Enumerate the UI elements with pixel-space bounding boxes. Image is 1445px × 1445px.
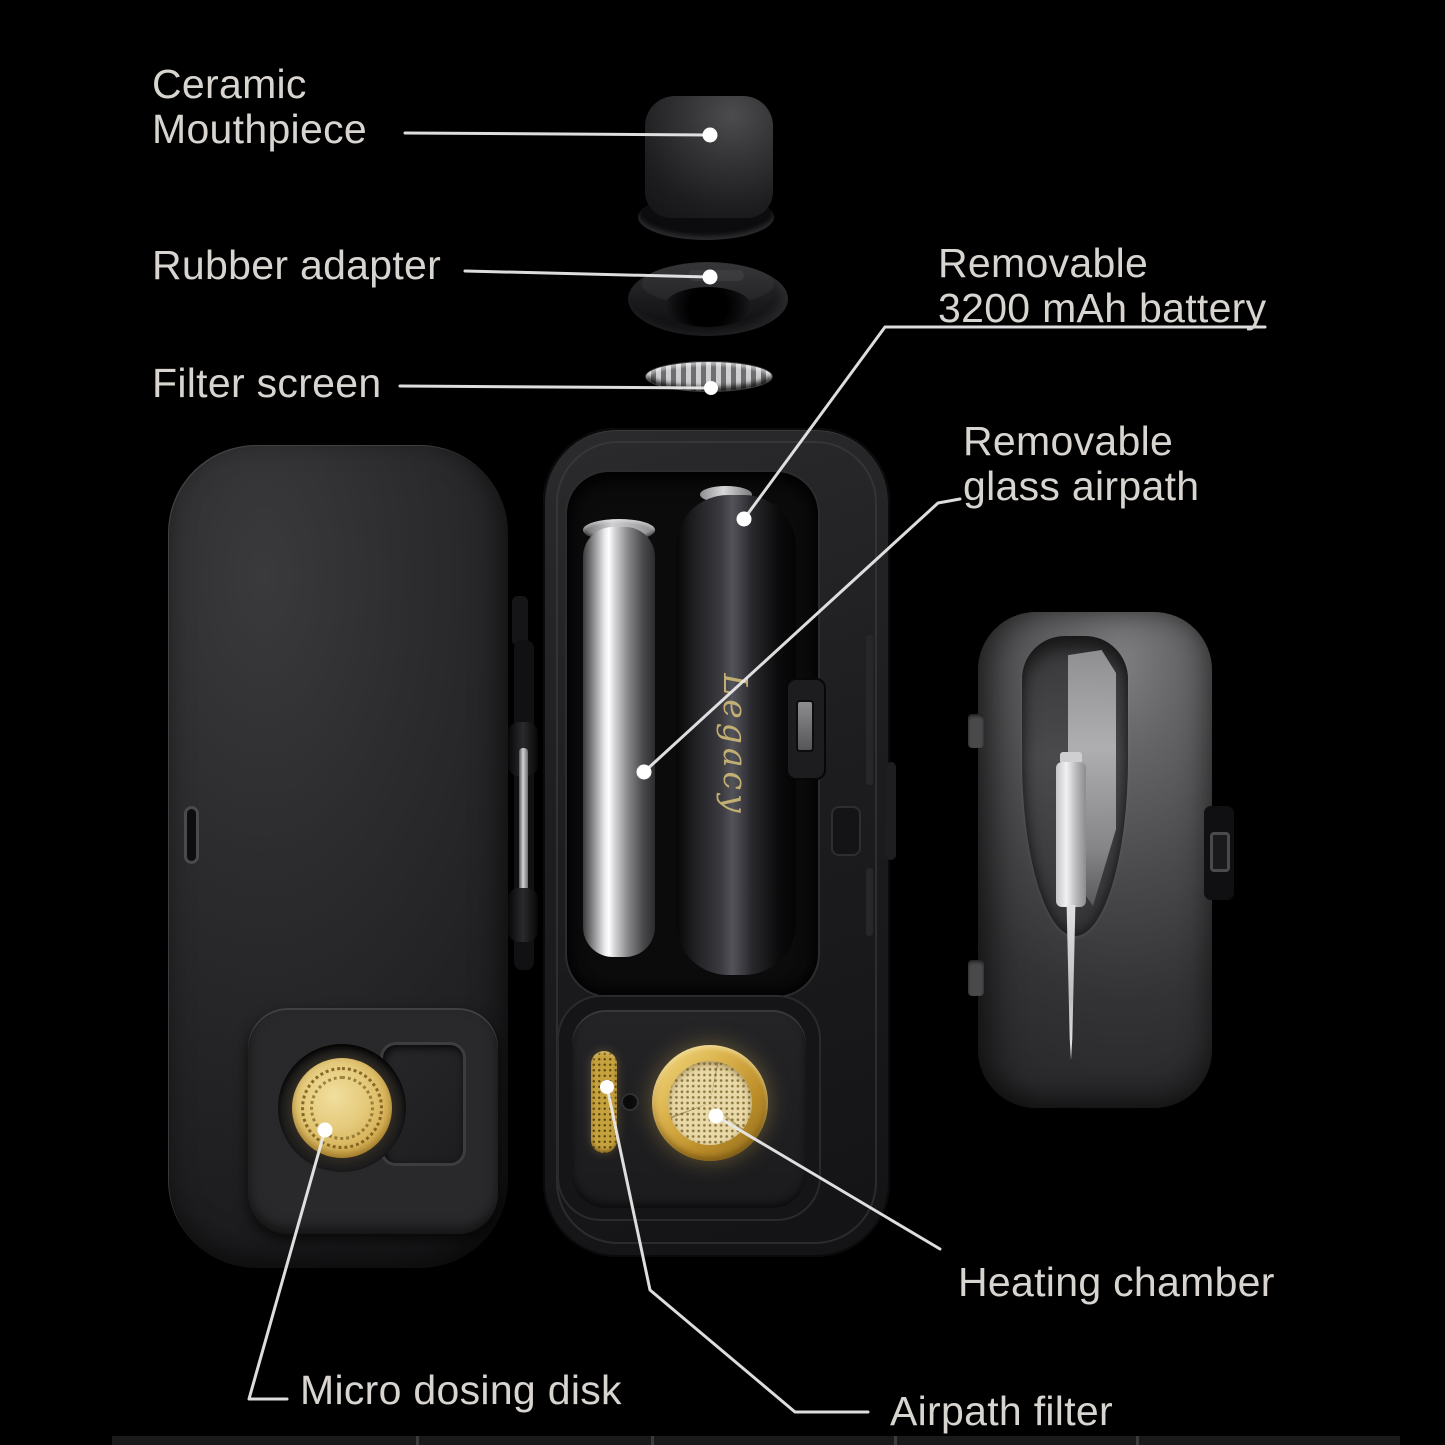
label-airpath-filter: Airpath filter (890, 1388, 1113, 1434)
brand-signature: Legacy (716, 673, 756, 817)
body-rim-groove-bottom (866, 868, 873, 936)
hinge-tab (512, 596, 528, 646)
door-tab-top (968, 714, 984, 748)
dosing-disk-hole-ring-outer (301, 1067, 383, 1149)
label-filter-screen: Filter screen (152, 360, 382, 406)
dosing-disk-hole-ring-inner (310, 1076, 374, 1140)
bottom-bar-tick (651, 1436, 654, 1445)
label-heating-chamber: Heating chamber (958, 1259, 1275, 1305)
sensor-hole (621, 1093, 639, 1111)
label-battery: Removable 3200 mAh battery (938, 240, 1267, 331)
pick-tool-shaft (1066, 905, 1076, 1060)
bottom-bar-tick (416, 1436, 419, 1445)
filter-screen-disc (646, 362, 772, 391)
door-tab-bottom (968, 960, 984, 996)
bottom-bar-tick (894, 1436, 897, 1445)
pick-tool-handle (1056, 762, 1086, 907)
brand-signature-wrap: Legacy (606, 673, 866, 816)
heating-chamber-mesh (668, 1061, 752, 1145)
label-glass-airpath: Removable glass airpath (963, 418, 1200, 509)
label-ceramic-mouthpiece: Ceramic Mouthpiece (152, 61, 367, 152)
body-edge-bump (886, 762, 896, 860)
rubber-adapter-slot (688, 270, 744, 281)
label-rubber-adapter: Rubber adapter (152, 242, 442, 288)
body-rim-groove-top (866, 635, 873, 785)
body-latch-window (796, 700, 814, 752)
door-clip-window (1210, 832, 1230, 872)
lid-handle-slot (184, 806, 199, 864)
airpath-filter-strip (591, 1051, 617, 1153)
bottom-bar (112, 1436, 1400, 1445)
ceramic-mouthpiece-cap (645, 96, 773, 218)
rubber-adapter-hole (664, 287, 752, 327)
hinge-rod (519, 748, 528, 913)
hinge-cap-bottom (508, 888, 538, 942)
label-micro-dosing-disk: Micro dosing disk (300, 1367, 622, 1413)
bottom-bar-tick (1136, 1436, 1139, 1445)
pick-tool-step (1060, 752, 1082, 764)
battery-cell: Legacy (676, 495, 796, 975)
body-rim-recess (831, 806, 861, 856)
